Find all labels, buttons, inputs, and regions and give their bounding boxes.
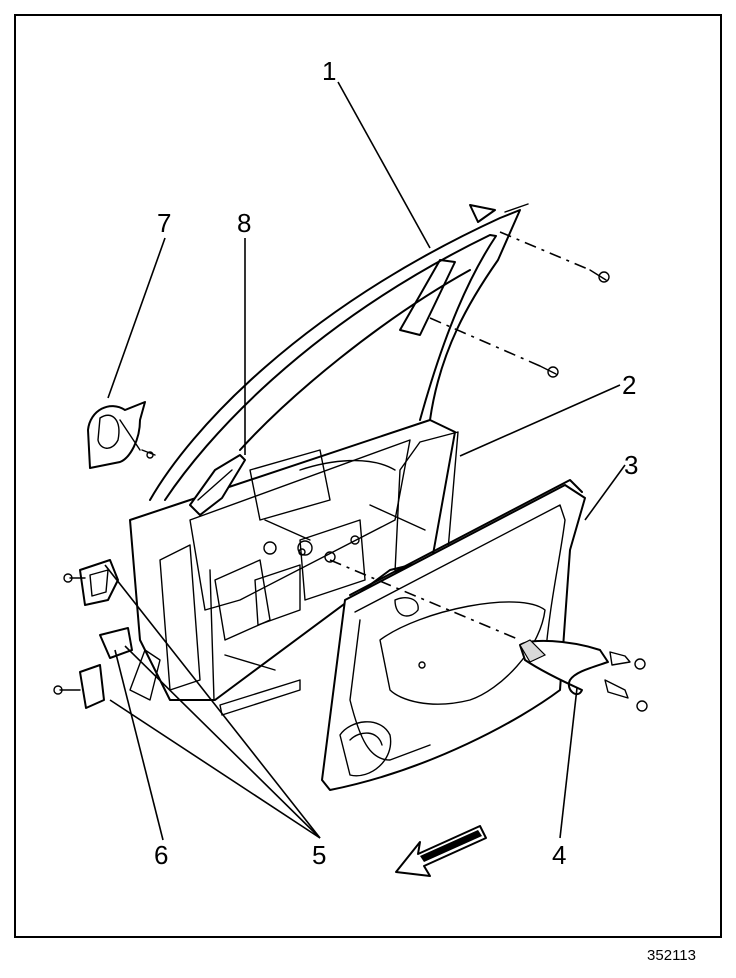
pull-handle-part — [519, 639, 648, 712]
callout-6: 6 — [154, 840, 169, 870]
figure-id-number: 352113 — [647, 947, 696, 964]
front-direction-arrow-icon — [395, 825, 487, 877]
callout-3: 3 — [624, 450, 639, 480]
callout-8: 8 — [237, 208, 252, 238]
leader-lines — [104, 81, 626, 841]
door-trim-panel-part — [321, 479, 586, 791]
mirror-part — [87, 401, 156, 469]
callout-4: 4 — [552, 840, 567, 870]
callout-5: 5 — [312, 840, 327, 870]
callout-2: 2 — [622, 370, 637, 400]
door-inner-panel — [129, 419, 456, 716]
callout-1: 1 — [322, 56, 337, 86]
assembly-lines — [329, 231, 591, 641]
mirror-seal-part — [189, 454, 246, 516]
window-frame-part — [149, 203, 529, 501]
diagram-frame — [14, 14, 722, 938]
screw-fasteners — [298, 269, 610, 556]
callout-7: 7 — [157, 208, 172, 238]
hinge-parts — [53, 559, 133, 709]
